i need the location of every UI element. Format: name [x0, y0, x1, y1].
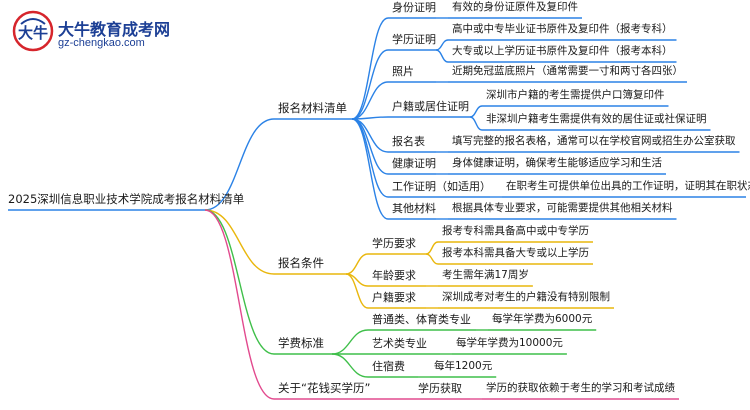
subtopic: 学历要求 [372, 237, 416, 250]
logo-emblem-icon: 大牛 [12, 10, 54, 52]
detail-leaf: 填写完整的报名表格，通常可以在学校官网或招生办公室获取 [452, 135, 736, 147]
subtopic-connector [331, 353, 369, 378]
branch-topic: 报名条件 [278, 256, 324, 270]
subtopic-connector [351, 118, 389, 198]
subtopic: 学历证明 [392, 33, 436, 46]
detail-leaf: 在职考生可提供单位出具的工作证明，证明其在职状态 [506, 180, 750, 192]
subtopic: 户籍或居住证明 [392, 100, 469, 113]
detail-leaf: 有效的身份证原件及复印件 [452, 1, 578, 13]
root-topic: 2025深圳信息职业技术学院成考报名材料清单 [8, 192, 245, 206]
subtopic: 户籍要求 [372, 291, 416, 304]
detail-connector [425, 241, 439, 255]
subtopic-connector [331, 329, 369, 355]
subtopic-connector [345, 273, 369, 309]
detail-connector [469, 116, 483, 131]
subtopic: 照片 [392, 65, 414, 78]
logo-title: 大牛教育成考网 [58, 20, 171, 39]
subtopic: 报名表 [392, 135, 425, 148]
logo-url: gz-chengkao.com [58, 37, 145, 49]
detail-leaf: 每学年学费为10000元 [456, 337, 563, 349]
detail-leaf: 深圳成考对考生的户籍没有特别限制 [442, 291, 610, 303]
detail-leaf: 身体健康证明，确保考生能够适应学习和生活 [452, 157, 662, 169]
subtopic: 其他材料 [392, 202, 436, 215]
subtopic: 学历获取 [418, 382, 462, 395]
subtopic-connector [351, 81, 389, 120]
site-logo: 大牛 大牛教育成考网 gz-chengkao.com [12, 10, 202, 56]
subtopic: 工作证明（如适用） [392, 180, 491, 193]
subtopic: 身份证明 [392, 1, 436, 14]
subtopic-connector [351, 49, 389, 120]
subtopic: 住宿费 [372, 360, 405, 373]
detail-connector [435, 39, 449, 51]
detail-connector [469, 105, 483, 118]
branch-connector [204, 209, 275, 275]
detail-leaf: 报考专科需具备高中或中专学历 [442, 225, 589, 237]
detail-leaf: 根据具体专业要求，可能需要提供其他相关材料 [452, 202, 673, 214]
detail-leaf: 学历的获取依赖于考生的学习和考试成绩 [486, 382, 675, 394]
subtopic-connector [345, 253, 369, 275]
detail-connector [435, 49, 449, 63]
detail-connector [425, 253, 439, 265]
detail-leaf: 每年1200元 [434, 360, 493, 372]
subtopic: 艺术类专业 [372, 337, 427, 350]
branch-connector [204, 118, 275, 211]
subtopic: 普通类、体育类专业 [372, 313, 471, 326]
detail-leaf: 非深圳户籍考生需提供有效的居住证或社保证明 [486, 113, 707, 125]
detail-leaf: 深圳市户籍的考生需提供户口簿复印件 [486, 89, 665, 101]
branch-topic: 学费标准 [278, 336, 324, 350]
detail-leaf: 大专或以上学历证书原件及复印件（报考本科） [452, 45, 673, 57]
branch-connector [204, 209, 275, 400]
branch-connector [204, 209, 275, 355]
subtopic-connector [351, 17, 389, 120]
detail-leaf: 近期免冠蓝底照片（通常需要一寸和两寸各四张） [452, 65, 683, 77]
detail-leaf: 高中或中专毕业证书原件及复印件（报考专科） [452, 23, 673, 35]
detail-leaf: 每学年学费为6000元 [492, 313, 593, 325]
subtopic-connector [351, 118, 389, 220]
detail-leaf: 考生需年满17周岁 [442, 269, 529, 281]
detail-leaf: 报考本科需具备大专或以上学历 [442, 247, 589, 259]
branch-topic: 关于“花钱买学历” [278, 381, 371, 395]
branch-topic: 报名材料清单 [278, 101, 347, 115]
svg-text:大牛: 大牛 [18, 24, 48, 42]
subtopic: 健康证明 [392, 157, 436, 170]
subtopic: 年龄要求 [372, 269, 416, 282]
